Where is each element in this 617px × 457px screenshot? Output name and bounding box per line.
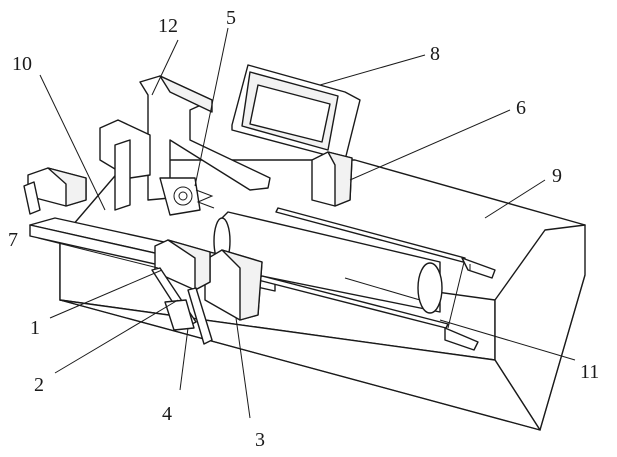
label-2: 2 xyxy=(34,374,44,396)
label-1: 1 xyxy=(30,317,40,339)
label-8: 8 xyxy=(430,43,440,65)
label-9: 9 xyxy=(552,165,562,187)
label-12: 12 xyxy=(158,15,178,37)
small-block xyxy=(312,152,352,206)
end-clamp xyxy=(24,168,86,214)
label-11: 11 xyxy=(580,361,599,383)
label-7: 7 xyxy=(8,229,18,251)
label-5: 5 xyxy=(226,7,236,29)
label-3: 3 xyxy=(255,429,265,451)
label-4: 4 xyxy=(162,403,172,425)
label-6: 6 xyxy=(516,97,526,119)
label-10: 10 xyxy=(12,53,32,75)
